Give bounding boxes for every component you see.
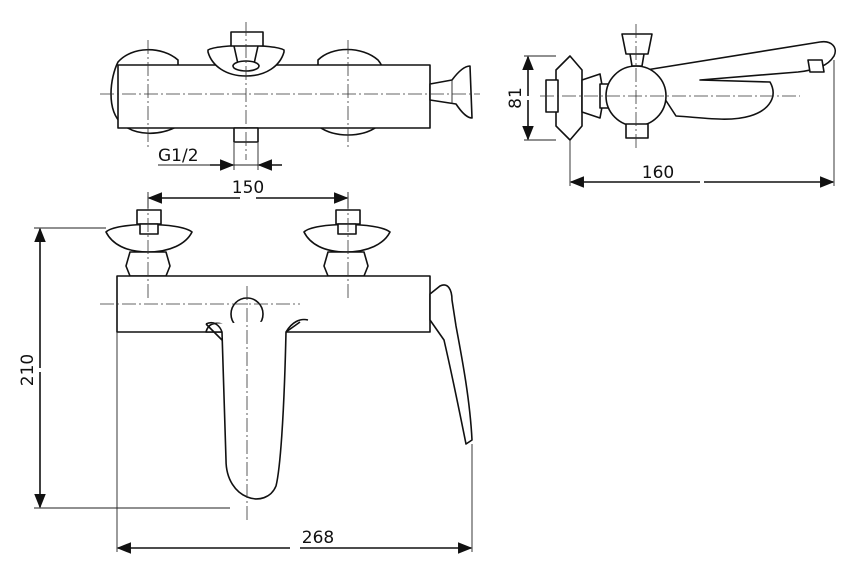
- dim-inlet-spacing-label: 150: [232, 178, 264, 198]
- front-spout-body: [205, 318, 309, 500]
- dim-depth-label: 81: [506, 87, 526, 109]
- side-top-knob: [621, 33, 653, 55]
- front-right-nut: [323, 251, 369, 277]
- top-body: [117, 64, 431, 129]
- front-left-knob: [136, 209, 162, 225]
- side-spout-outlet: [807, 59, 825, 73]
- dim-spout-reach-label: 160: [642, 163, 674, 183]
- front-left-stem: [139, 223, 159, 235]
- side-view: 81 160: [506, 24, 836, 188]
- front-view: 150 210 268: [18, 178, 473, 554]
- side-bottom-stub: [625, 123, 649, 139]
- top-view: G1/2: [100, 22, 480, 171]
- side-wall-flange: [555, 55, 583, 141]
- top-lever-handle: [429, 65, 473, 119]
- dim-width-label: 268: [302, 528, 334, 548]
- dim-height-label: 210: [18, 354, 38, 386]
- top-knob: [230, 31, 264, 47]
- thread-label: G1/2: [158, 146, 199, 166]
- front-lever-handle: [429, 284, 473, 445]
- side-spout: [645, 40, 836, 120]
- front-right-stem: [337, 223, 357, 235]
